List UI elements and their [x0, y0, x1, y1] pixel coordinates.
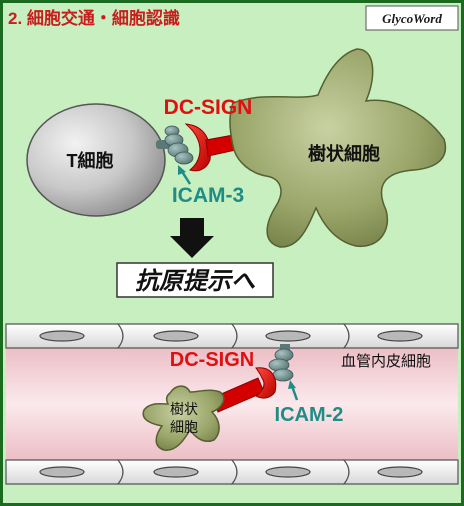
t-cell: [26, 103, 166, 217]
icam3-label: ICAM-3: [172, 184, 244, 207]
dc-sign-label-top: DC-SIGN: [164, 96, 253, 119]
endothelial-cells-bottom: [5, 459, 459, 485]
dendritic-cell-top: [229, 48, 447, 248]
dc-sign-label-bottom: DC-SIGN: [170, 349, 254, 371]
endothelial-cells-top: [5, 323, 459, 349]
result-label: 抗原提示へ: [135, 268, 256, 295]
icam3-pointer-arrow: [178, 165, 192, 185]
dendritic-cell-bottom: [142, 385, 225, 451]
t-cell-label: T細胞: [67, 150, 114, 171]
icam2-molecule: [268, 344, 294, 382]
icam2-label: ICAM-2: [275, 404, 344, 426]
dendritic-cell-top-label: 樹状細胞: [308, 143, 380, 164]
page-title: 2. 細胞交通・細胞認識: [8, 8, 180, 28]
dendritic-cell-bottom-label-line1: 樹状: [170, 401, 198, 417]
dendritic-cell-bottom-label-line2: 細胞: [170, 419, 198, 435]
glycoword-logo: GlycoWord: [365, 5, 459, 31]
result-box: [116, 262, 274, 298]
endothelial-cell-label: 血管内皮細胞: [341, 353, 431, 370]
icam3-molecule: [156, 125, 194, 165]
icam2-pointer-arrow: [288, 380, 299, 401]
dc-sign-receptor-bottom: [211, 367, 277, 413]
logo-text: GlycoWord: [382, 11, 442, 26]
down-arrow: [170, 218, 214, 258]
